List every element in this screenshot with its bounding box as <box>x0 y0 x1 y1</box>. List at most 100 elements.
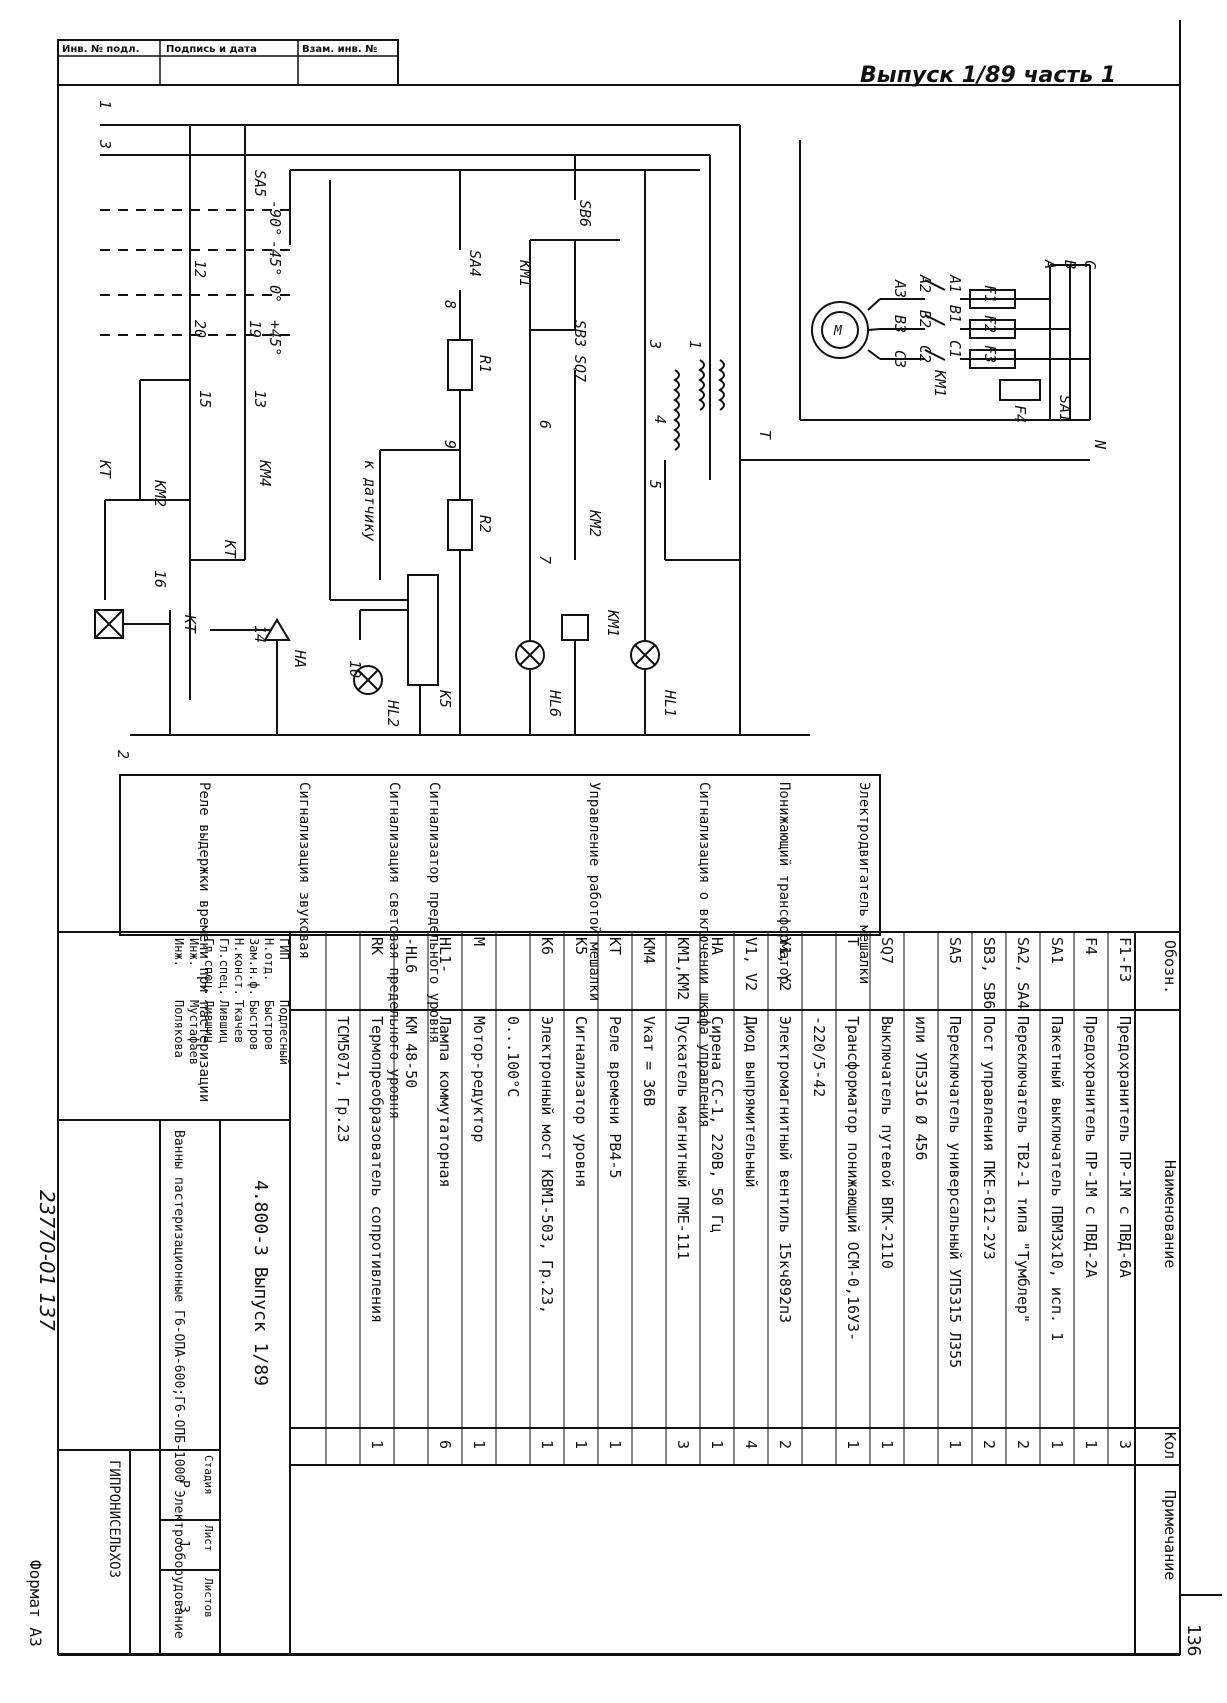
label-to-sensor: к датчику <box>361 460 379 541</box>
bom-cell-qty: 1 <box>708 1440 726 1449</box>
bom-cell-oboz: F1-F3 <box>1116 937 1134 982</box>
tb-role: Гл.спец. <box>217 938 231 996</box>
label-hl6: HL6 <box>546 689 564 717</box>
bom-cell-name: Сирена СС-1, 220В, 50 Гц <box>708 1016 726 1233</box>
purpose-item: Сигнализатор предельного уровня <box>426 782 442 1043</box>
bom-cell-name: Диод выпрямительный <box>742 1016 760 1188</box>
label-f2: F2 <box>981 315 999 333</box>
tb-role: Н.конст. <box>232 938 246 996</box>
node-3: 3 <box>96 139 114 149</box>
bom-cell-oboz: SA1 <box>1048 937 1066 964</box>
label-f1: F1 <box>981 285 999 303</box>
label-c3: C3 <box>891 350 909 368</box>
label-motor: M <box>833 324 843 339</box>
bom-cell-qty: 1 <box>572 1440 590 1449</box>
supply-a: A <box>1041 259 1059 269</box>
wire-16: 16 <box>151 570 169 588</box>
wire-9: 9 <box>441 440 459 449</box>
supply-c: C <box>1081 260 1099 269</box>
schematic <box>94 124 1091 736</box>
label-c2: C2 <box>916 345 934 363</box>
wire-1: 1 <box>686 340 704 349</box>
angle-0: 0° <box>266 285 284 303</box>
bom-cell-oboz: HA <box>708 937 726 955</box>
tb-stage: Р <box>176 1480 191 1488</box>
stamp-vzam: Взам. инв. № <box>302 44 377 55</box>
angle-p45: +45° <box>266 320 284 356</box>
supply-n: N <box>1091 439 1109 450</box>
bom-cell-oboz: SA5 <box>946 937 964 964</box>
bom-cell-name: ТСМ5071, Гр.23 <box>334 1016 352 1142</box>
title-block-people: ГИППодлесныйН.отд.БыстровЗам.н.ф.Быстров… <box>172 938 291 1065</box>
bom-cell-qty: 2 <box>980 1440 998 1449</box>
tb-role: Инж. <box>187 938 201 967</box>
bom-cell-oboz: HL1- <box>436 937 454 973</box>
purpose-item: Управление работой мешалки <box>586 782 602 1001</box>
bom-cell-qty: 1 <box>1082 1440 1100 1449</box>
tb-role: Зам.н.ф. <box>247 938 261 996</box>
angle-m45: -45° <box>266 240 284 276</box>
bom-cell-oboz: KM1,KM2 <box>674 937 692 1000</box>
sheet-number: 136 <box>1183 1624 1204 1657</box>
label-r1: R1 <box>476 355 494 373</box>
node-2: 2 <box>114 750 132 759</box>
bom-cell-oboz: KT <box>606 937 624 955</box>
tb-name: Полякова <box>172 1000 186 1058</box>
label-sa4: SA4 <box>466 250 484 277</box>
bom-cell-qty: 6 <box>436 1440 454 1449</box>
purpose-item: Сигнализация о включении шкафа управлени… <box>696 782 712 1128</box>
node-1: 1 <box>96 100 114 109</box>
bom-cell-name: Предохранитель ПР-1М с ПВД-2А <box>1082 1016 1100 1278</box>
bom-cell-oboz: KM4 <box>640 937 658 964</box>
bom-cell-oboz: V1, V2 <box>742 937 760 991</box>
wire-5: 5 <box>646 480 664 489</box>
bom-cell-name: КМ 48-50 <box>402 1016 420 1088</box>
tb-name: Лившиц <box>202 1000 216 1043</box>
tb-sheets-h: Листов <box>202 1578 215 1618</box>
bom-cell-name: -220/5-42 <box>810 1016 828 1097</box>
tb-title: Ванны пастеризационные Г6-ОПА-600;Г6-ОПБ… <box>171 1130 186 1639</box>
wire-19: 19 <box>246 320 264 338</box>
bom-cell-qty: 1 <box>368 1440 386 1449</box>
label-f3: F3 <box>981 345 999 363</box>
title-block: ГИППодлесныйН.отд.БыстровЗам.н.ф.Быстров… <box>57 931 291 1655</box>
wire-3: 3 <box>646 339 664 349</box>
bom-cell-name: Переключатель универсальный УП5315 Л355 <box>946 1016 964 1368</box>
tb-role: ГИП <box>277 938 291 960</box>
tb-role: Гл.спец. <box>202 938 216 996</box>
label-ha: HA <box>291 649 309 668</box>
tb-sheet: 1 <box>176 1540 191 1548</box>
label-b3: B3 <box>891 315 909 333</box>
label-sb3: SB3 <box>571 320 589 347</box>
label-kt-contact1: KT <box>221 539 239 559</box>
wire-10: 10 <box>346 660 364 678</box>
label-km1-power: KM1 <box>931 369 949 397</box>
wire-20: 20 <box>191 320 209 338</box>
bom-cell-name: Переключатель ТВ2-1 типа "Тумблер" <box>1014 1016 1032 1323</box>
label-sq7: SQ7 <box>571 355 589 382</box>
bom-cell-oboz: T <box>844 937 862 946</box>
bom-cell-qty: 2 <box>1014 1440 1032 1449</box>
schematic-labels: A B C N SA1 F1 F2 F3 F4 A1 B1 C1 A2 B2 C… <box>96 100 1109 759</box>
bom-cell-qty: 3 <box>674 1440 692 1449</box>
tb-code: 4.800-3 Выпуск 1/89 <box>250 1180 271 1386</box>
wire-13: 13 <box>251 390 269 408</box>
bom-cell-qty: 1 <box>844 1440 862 1449</box>
label-k5: K5 <box>436 689 454 708</box>
purpose-item: Электродвигатель мешалки <box>856 782 872 984</box>
label-kt-contact2: KT <box>96 459 114 479</box>
bom-cell-name: Лампа коммутаторная <box>436 1016 454 1188</box>
stamp-podpis: Подпись и дата <box>166 44 257 55</box>
format-label: Формат A3 <box>26 1560 45 1647</box>
stamp-header: Инв. № подл. Подпись и дата Взам. инв. № <box>57 39 399 86</box>
bom-cell-name: Пакетный выключатель ПВМ3х10, исп. 1 <box>1048 1016 1066 1341</box>
bom-cell-oboz: K5 <box>572 937 590 955</box>
label-km4: KM4 <box>256 459 274 487</box>
bom-cell-name: Пост управления ПКЕ-612-2У3 <box>980 1016 998 1260</box>
label-km1-coil: KM1 <box>604 609 622 637</box>
tb-name: Ткачев <box>232 1000 246 1043</box>
bom-cell-name: Термопреобразователь сопротивления <box>368 1016 386 1323</box>
bom-cell-qty: 1 <box>470 1440 488 1449</box>
bom-cell-qty: 3 <box>1116 1440 1134 1449</box>
